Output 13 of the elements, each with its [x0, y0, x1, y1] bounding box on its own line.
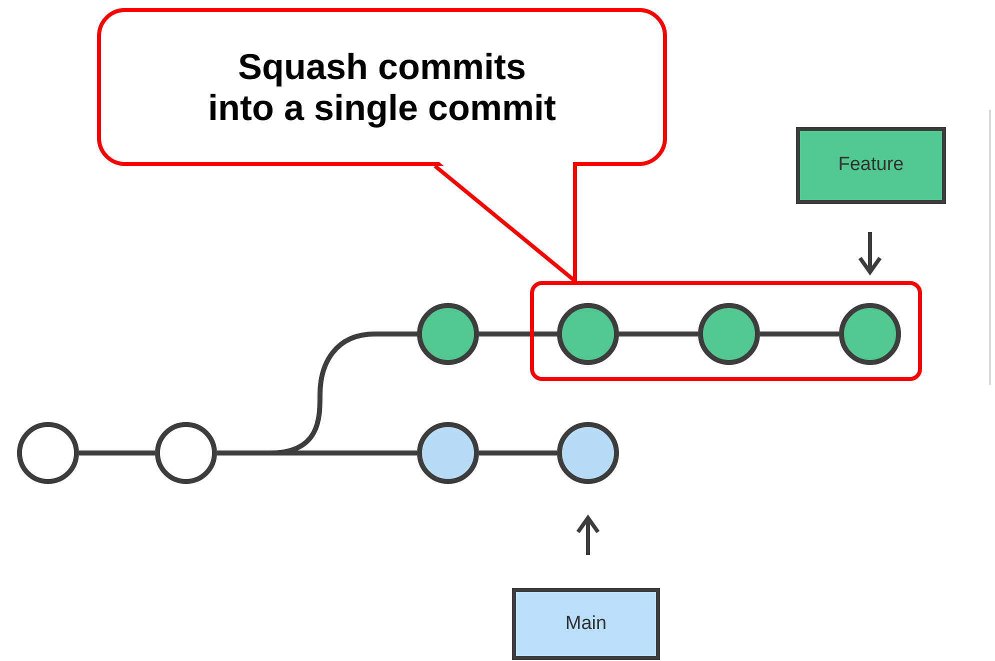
branch-line [760, 332, 839, 336]
arrow [858, 232, 882, 274]
branch-label [796, 127, 946, 204]
branch-line [479, 450, 557, 456]
branch-name: Main [565, 612, 607, 636]
branch-line [479, 332, 557, 336]
branch-name: Feature [838, 153, 904, 178]
branch-line [619, 332, 698, 336]
branch-label [512, 588, 660, 660]
arrow [576, 516, 600, 555]
callout-text: Squash commits into a single commit [206, 46, 558, 128]
highlight-box [530, 281, 922, 381]
branch-line [79, 450, 155, 456]
